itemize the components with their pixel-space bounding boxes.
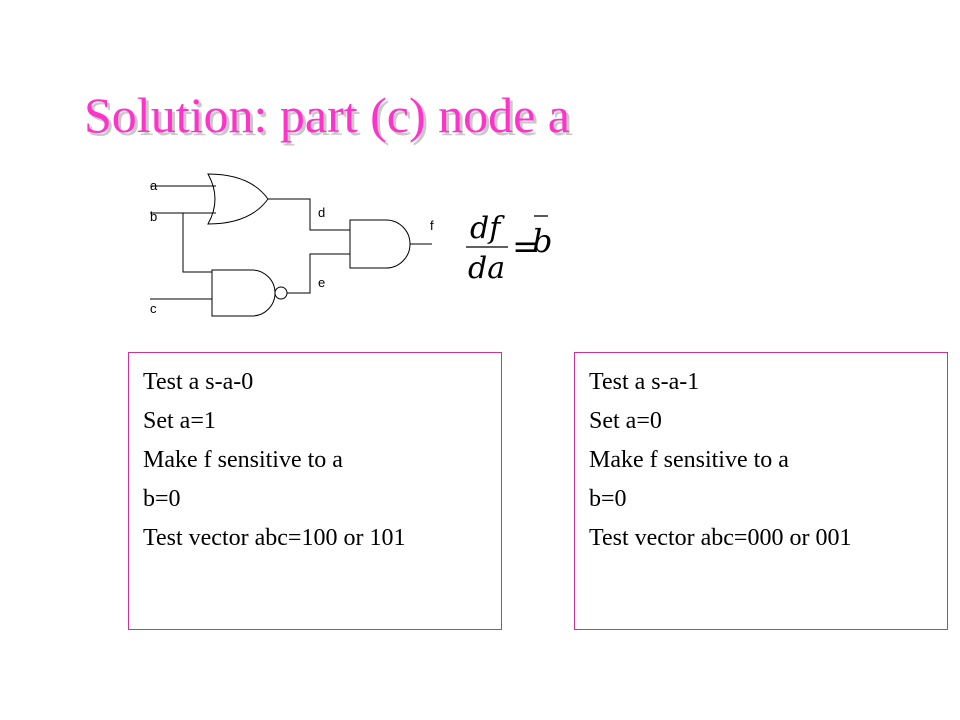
sa0-line-3: Make f sensitive to a bbox=[143, 447, 343, 473]
eq-numerator: df bbox=[470, 211, 505, 246]
wire-b-branch bbox=[182, 213, 212, 273]
sa1-line-4: b=0 bbox=[589, 486, 627, 512]
test-sa0-box: Test a s-a-0 Set a=1 Make f sensitive to… bbox=[128, 352, 502, 630]
nand-gate bbox=[211, 269, 276, 317]
sa1-line-1: Test a s-a-1 bbox=[589, 369, 700, 395]
eq-equals: = bbox=[512, 227, 541, 267]
label-a: a bbox=[150, 178, 158, 193]
test-sa1-box: Test a s-a-1 Set a=0 Make f sensitive to… bbox=[574, 352, 948, 630]
derivative-equation: df da = b bbox=[466, 211, 552, 286]
page-title: Solution: part (c) node a bbox=[84, 87, 570, 143]
sa1-line-3: Make f sensitive to a bbox=[589, 447, 789, 473]
sa0-line-5: Test vector abc=100 or 101 bbox=[143, 525, 406, 551]
label-b: b bbox=[150, 209, 157, 224]
and-gate bbox=[349, 219, 411, 269]
sa0-line-1: Test a s-a-0 bbox=[143, 369, 254, 395]
label-c: c bbox=[150, 301, 157, 316]
nand-bubble bbox=[274, 286, 288, 300]
sa0-line-4: b=0 bbox=[143, 486, 181, 512]
or-gate bbox=[207, 173, 269, 225]
wire-e bbox=[287, 253, 350, 294]
wire-d bbox=[268, 198, 350, 231]
label-e: e bbox=[318, 275, 325, 290]
eq-denominator: da bbox=[468, 251, 505, 286]
sa0-line-2: Set a=1 bbox=[143, 408, 216, 434]
label-d: d bbox=[318, 205, 325, 220]
sa1-line-2: Set a=0 bbox=[589, 408, 662, 434]
sa1-line-5: Test vector abc=000 or 001 bbox=[589, 525, 852, 551]
label-f: f bbox=[430, 218, 434, 233]
eq-rhs: b bbox=[532, 222, 552, 260]
